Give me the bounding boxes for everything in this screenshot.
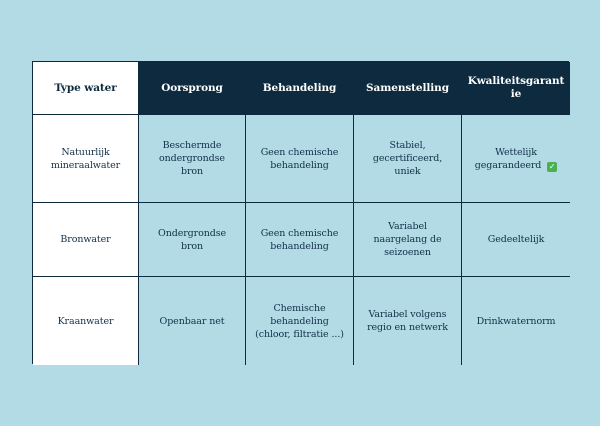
cell-kwaliteit-text: Wettelijk gegarandeerd [474, 146, 542, 171]
cell-samenstelling: Variabel volgens regio en netwerk [354, 277, 462, 365]
comparison-table: Type water Oorsprong Behandeling Samenst… [32, 61, 570, 365]
cell-kwaliteit: Wettelijk gegarandeerd ✓ [462, 115, 570, 203]
header-kwaliteitsgarantie: Kwaliteitsgarant ie [462, 62, 570, 115]
header-oorsprong: Oorsprong [139, 62, 246, 115]
row-label-bronwater: Bronwater [33, 203, 139, 277]
cell-kwaliteit: Drinkwaternorm [462, 277, 570, 365]
header-behandeling: Behandeling [246, 62, 354, 115]
cell-behandeling: Geen chemische behandeling [246, 203, 354, 277]
header-samenstelling: Samenstelling [354, 62, 462, 115]
cell-oorsprong: Beschermde ondergrondse bron [139, 115, 246, 203]
cell-samenstelling: Stabiel, gecertificeerd, uniek [354, 115, 462, 203]
header-type-water: Type water [33, 62, 139, 115]
check-mark-icon: ✓ [547, 161, 558, 172]
cell-samenstelling: Variabel naargelang de seizoenen [354, 203, 462, 277]
cell-kwaliteit: Gedeeltelijk [462, 203, 570, 277]
cell-behandeling: Geen chemische behandeling [246, 115, 354, 203]
row-label-kraanwater: Kraanwater [33, 277, 139, 365]
cell-behandeling: Chemische behandeling (chloor, filtratie… [246, 277, 354, 365]
cell-oorsprong: Openbaar net [139, 277, 246, 365]
cell-oorsprong: Ondergrondse bron [139, 203, 246, 277]
row-label-mineraalwater: Natuurlijk mineraalwater [33, 115, 139, 203]
